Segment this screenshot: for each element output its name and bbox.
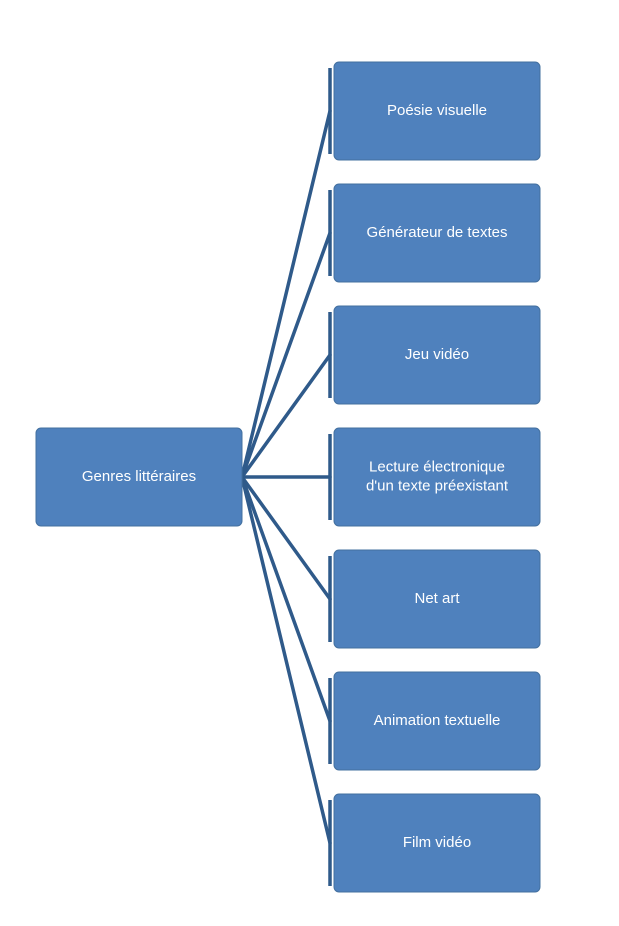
child-node-label-4-line-2: d'un texte préexistant — [366, 477, 509, 494]
child-node-label-4-line-1: Lecture électronique — [369, 458, 505, 475]
child-node-6: Animation textuelle — [333, 671, 541, 771]
child-node-label-2: Générateur de textes — [367, 224, 508, 241]
child-node-box-6 — [333, 671, 541, 771]
child-node-label-1: Poésie visuelle — [387, 102, 487, 119]
root-node-box — [35, 427, 243, 527]
child-node-label-7: Film vidéo — [403, 834, 471, 851]
child-node-5: Net art — [333, 549, 541, 649]
child-node-label-6: Animation textuelle — [374, 712, 501, 729]
child-node-7: Film vidéo — [333, 793, 541, 893]
root-node: Genres littéraires — [35, 427, 243, 527]
connector-5 — [240, 475, 332, 601]
child-node-label-3: Jeu vidéo — [405, 346, 469, 363]
child-node-3: Jeu vidéo — [333, 305, 541, 405]
child-node-4: Lecture électronique d'un texte préexista… — [333, 427, 541, 527]
child-node-2: Générateur de textes — [333, 183, 541, 283]
connector-1 — [240, 109, 332, 479]
connector-2 — [240, 231, 332, 479]
connector-group — [240, 68, 332, 886]
child-node-box-2 — [333, 183, 541, 283]
child-node-box-4 — [333, 427, 541, 527]
child-node-1: Poésie visuelle — [333, 61, 541, 161]
child-node-box-3 — [333, 305, 541, 405]
child-node-box-5 — [333, 549, 541, 649]
child-node-label-5: Net art — [414, 590, 460, 607]
connector-7 — [240, 475, 332, 845]
connector-6 — [240, 475, 332, 723]
root-node-label: Genres littéraires — [82, 468, 196, 485]
child-node-box-7 — [333, 793, 541, 893]
child-node-box-1 — [333, 61, 541, 161]
connector-3 — [240, 353, 332, 479]
